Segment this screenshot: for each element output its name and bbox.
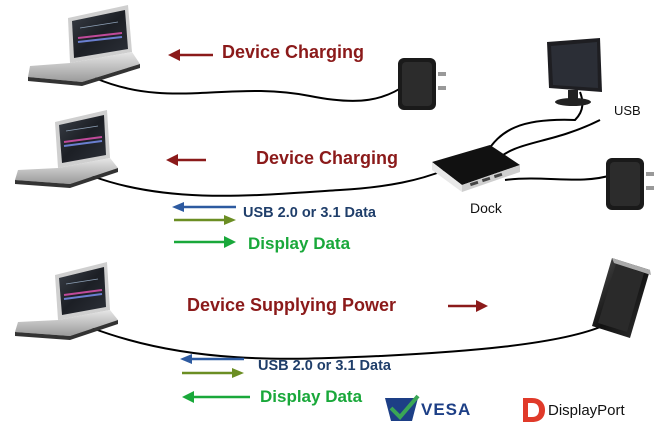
label-display-data: Display Data bbox=[260, 387, 363, 406]
smartphone-icon bbox=[592, 258, 651, 338]
wall-charger-icon bbox=[398, 58, 446, 110]
laptop-icon bbox=[15, 262, 118, 340]
laptop-icon bbox=[28, 5, 140, 86]
usb-data-arrows bbox=[180, 354, 244, 378]
label-device-charging: Device Charging bbox=[222, 42, 365, 62]
cable-bottom bbox=[91, 324, 606, 360]
label-dock: Dock bbox=[470, 200, 502, 216]
label-device-charging: Device Charging bbox=[256, 148, 399, 168]
dock-icon bbox=[432, 145, 520, 192]
power-arrow-left bbox=[168, 49, 213, 61]
wall-charger-icon bbox=[606, 158, 654, 210]
vesa-logo-icon bbox=[385, 394, 420, 421]
power-arrow-left bbox=[166, 154, 206, 166]
vesa-logo-text: VESA bbox=[421, 400, 472, 419]
monitor-icon bbox=[547, 38, 602, 106]
label-usb: USB bbox=[614, 103, 641, 118]
label-usb-data: USB 2.0 or 3.1 Data bbox=[258, 358, 391, 374]
label-device-supplying-power: Device Supplying Power bbox=[187, 295, 397, 315]
cable-top bbox=[94, 77, 408, 102]
displayport-logo-text: DisplayPort bbox=[548, 402, 625, 419]
power-arrow-right bbox=[448, 300, 488, 312]
cable-dock-charger bbox=[504, 174, 613, 181]
cable-mid bbox=[91, 169, 446, 197]
display-arrow-right bbox=[174, 236, 236, 248]
label-usb-data: USB 2.0 or 3.1 Data bbox=[243, 205, 376, 221]
usb-data-arrows bbox=[172, 202, 236, 225]
displayport-logo-icon bbox=[523, 398, 545, 422]
laptop-icon bbox=[15, 110, 118, 188]
label-display-data: Display Data bbox=[248, 234, 351, 253]
display-arrow-left bbox=[182, 391, 250, 403]
